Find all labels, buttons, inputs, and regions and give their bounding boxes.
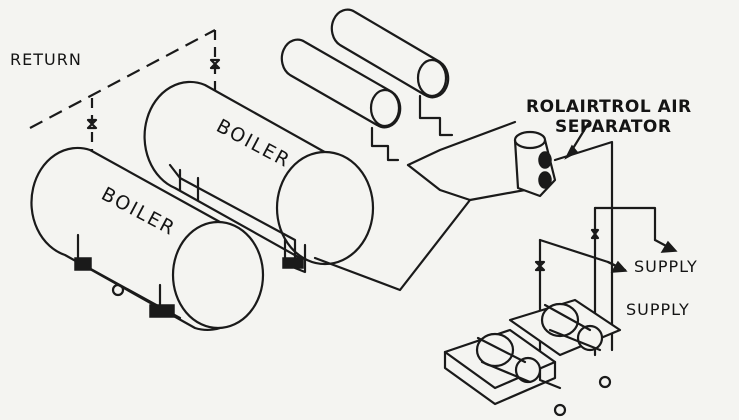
air-separator [513, 122, 590, 198]
upper-heater-back [330, 8, 454, 137]
supply-label-upper: SUPPLY [634, 257, 698, 276]
supply-label-lower: SUPPLY [626, 300, 690, 319]
separator-label-line2: SEPARATOR [555, 117, 671, 137]
supply-arrows [606, 238, 678, 273]
pump-front [443, 328, 567, 417]
supply-valve-lower-icon [534, 260, 546, 272]
pump-rear [508, 298, 622, 389]
boiler-rear [143, 80, 375, 274]
return-label: RETURN [10, 50, 82, 69]
return-valve-right-icon [209, 58, 221, 70]
return-valve-left-icon [86, 118, 98, 130]
supply-valve-upper-icon [590, 228, 600, 240]
upper-heater-front [280, 38, 402, 162]
boiler-front [30, 146, 265, 331]
separator-label-line1: ROLAIRTROL AIR [526, 97, 692, 117]
supply-pipe [313, 120, 527, 292]
